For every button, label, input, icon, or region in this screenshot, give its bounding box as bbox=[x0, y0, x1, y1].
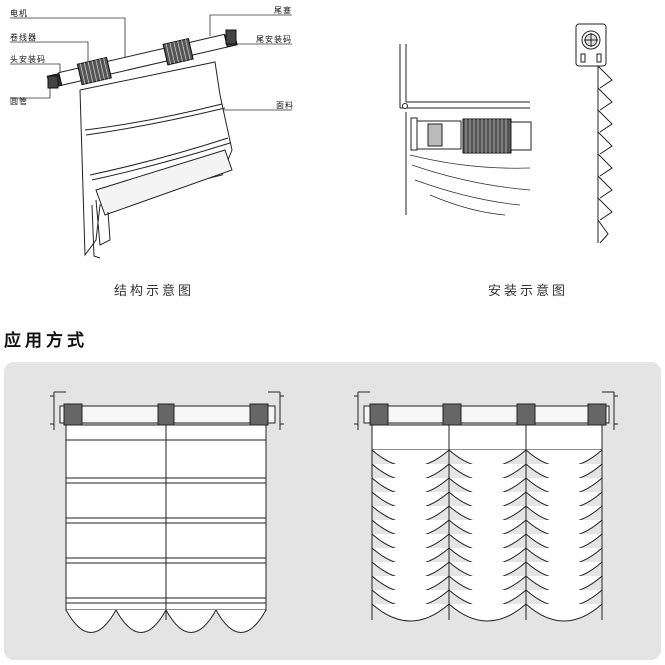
structure-caption: 结构示意图 bbox=[114, 284, 195, 299]
label-fabric: 面料 bbox=[276, 101, 294, 110]
label-motor: 电机 bbox=[10, 9, 28, 18]
install-roller bbox=[416, 118, 532, 154]
label-end-plug: 尾塞 bbox=[274, 6, 292, 15]
install-diagram bbox=[399, 23, 613, 244]
section-title: 应用方式 bbox=[4, 331, 88, 351]
structure-diagram bbox=[10, 14, 292, 259]
head-bracket-shape bbox=[47, 75, 59, 89]
end-bracket-shape bbox=[225, 29, 237, 45]
scallop-fold bbox=[525, 603, 603, 622]
label-end-bracket: 尾安装码 bbox=[256, 35, 292, 44]
install-caption: 安装示意图 bbox=[488, 284, 569, 299]
scallop-fold bbox=[371, 603, 450, 622]
label-winder: 卷线器 bbox=[10, 33, 37, 42]
fabric-shape bbox=[79, 61, 233, 259]
scallop-fold bbox=[448, 603, 527, 622]
install-side-view bbox=[575, 23, 613, 244]
label-head-bracket: 头安装码 bbox=[10, 55, 46, 64]
label-tube: 圆管 bbox=[10, 97, 28, 106]
